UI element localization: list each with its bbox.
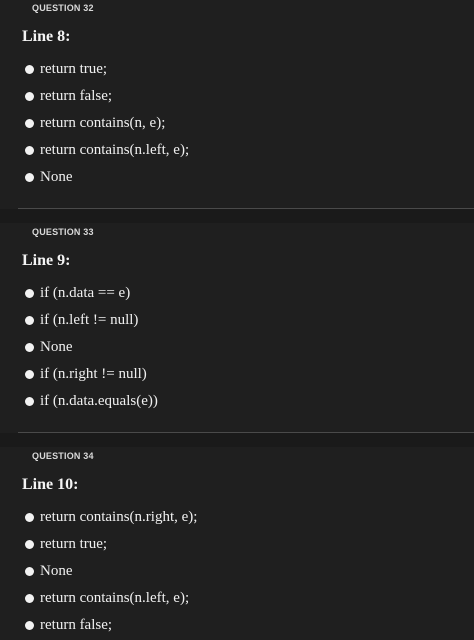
option-label: None [40, 169, 73, 185]
option-label: return false; [40, 88, 113, 104]
answer-option[interactable]: None [25, 334, 158, 361]
radio-dot-icon[interactable] [25, 594, 34, 603]
radio-dot-icon[interactable] [25, 316, 34, 325]
option-label: return true; [40, 536, 108, 552]
question-gap [0, 209, 474, 223]
answer-option[interactable]: return contains(n, e); [25, 110, 189, 137]
radio-dot-icon[interactable] [25, 397, 34, 406]
radio-dot-icon[interactable] [25, 343, 34, 352]
answer-options: if (n.data == e) if (n.left != null) Non… [25, 280, 158, 415]
answer-option[interactable]: return contains(n.left, e); [25, 585, 197, 612]
option-label: return contains(n, e); [40, 115, 166, 131]
option-label: if (n.left != null) [40, 312, 139, 328]
question-title: Line 8: [22, 28, 71, 45]
question-title: Line 9: [22, 252, 71, 269]
option-label: return true; [40, 61, 108, 77]
answer-option[interactable]: None [25, 558, 197, 585]
option-label: if (n.data.equals(e)) [40, 393, 158, 409]
option-label: None [40, 339, 73, 355]
radio-dot-icon[interactable] [25, 289, 34, 298]
option-label: return contains(n.left, e); [40, 590, 190, 606]
question-header: QUESTION 33 [32, 227, 94, 237]
answer-option[interactable]: return contains(n.left, e); [25, 137, 189, 164]
question-header: QUESTION 32 [32, 3, 94, 13]
answer-option[interactable]: return false; [25, 612, 197, 639]
radio-dot-icon[interactable] [25, 621, 34, 630]
answer-option[interactable]: return true; [25, 531, 197, 558]
option-label: return contains(n.left, e); [40, 142, 190, 158]
radio-dot-icon[interactable] [25, 370, 34, 379]
answer-option[interactable]: if (n.left != null) [25, 307, 158, 334]
answer-option[interactable]: return true; [25, 56, 189, 83]
radio-dot-icon[interactable] [25, 540, 34, 549]
answer-option[interactable]: return false; [25, 83, 189, 110]
question-divider [18, 432, 474, 433]
option-label: return contains(n.right, e); [40, 509, 198, 525]
answer-option[interactable]: if (n.data == e) [25, 280, 158, 307]
option-label: None [40, 563, 73, 579]
question-header: QUESTION 34 [32, 451, 94, 461]
answer-options: return contains(n.right, e); return true… [25, 504, 197, 639]
question-32: QUESTION 32 Line 8: return true; return … [0, 0, 474, 208]
answer-option[interactable]: None [25, 164, 189, 191]
option-label: return false; [40, 617, 113, 633]
radio-dot-icon[interactable] [25, 92, 34, 101]
answer-option[interactable]: if (n.right != null) [25, 361, 158, 388]
question-title: Line 10: [22, 476, 79, 493]
radio-dot-icon[interactable] [25, 119, 34, 128]
question-33: QUESTION 33 Line 9: if (n.data == e) if … [0, 224, 474, 432]
question-divider [18, 208, 474, 209]
radio-dot-icon[interactable] [25, 146, 34, 155]
radio-dot-icon[interactable] [25, 567, 34, 576]
question-34: QUESTION 34 Line 10: return contains(n.r… [0, 448, 474, 640]
option-label: if (n.data == e) [40, 285, 131, 301]
answer-option[interactable]: return contains(n.right, e); [25, 504, 197, 531]
option-label: if (n.right != null) [40, 366, 147, 382]
question-gap [0, 433, 474, 447]
radio-dot-icon[interactable] [25, 513, 34, 522]
answer-option[interactable]: if (n.data.equals(e)) [25, 388, 158, 415]
answer-options: return true; return false; return contai… [25, 56, 189, 191]
radio-dot-icon[interactable] [25, 173, 34, 182]
radio-dot-icon[interactable] [25, 65, 34, 74]
